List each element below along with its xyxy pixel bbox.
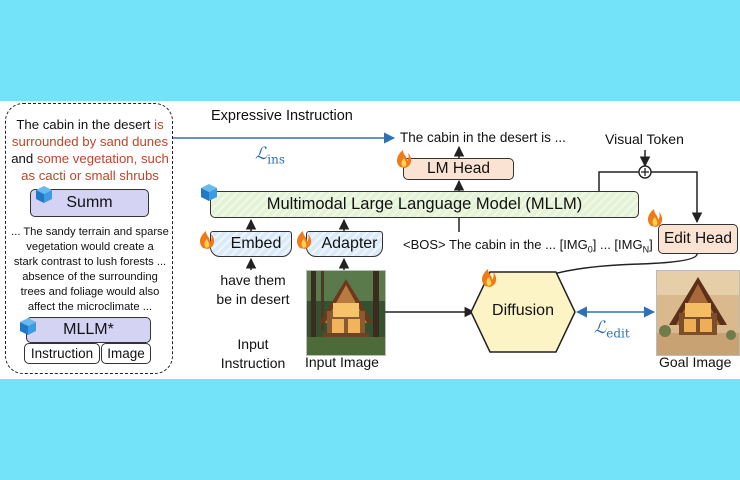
flame-icon xyxy=(396,150,412,168)
expressive-instruction-panel xyxy=(5,103,173,374)
diffusion-hexagon xyxy=(470,271,576,353)
lm-head-box: LM Head xyxy=(403,158,514,180)
mllm-star-box: MLLM* xyxy=(26,317,151,343)
cabin-photo xyxy=(306,270,386,356)
embed-box: Embed xyxy=(210,231,292,257)
instruction-box: Instruction xyxy=(24,343,100,364)
input-instruction-label: Input Instruction xyxy=(220,336,286,371)
mllm-box: Multimodal Large Language Model (MLLM) xyxy=(210,191,639,218)
visual-token-label: Visual Token xyxy=(605,131,684,147)
cube-icon xyxy=(20,318,36,335)
loss-edit-label: ℒedit xyxy=(594,318,630,341)
flame-icon xyxy=(296,231,312,249)
expressive-instruction-text: The cabin in the desert is surrounded by… xyxy=(11,117,169,183)
cube-icon xyxy=(36,186,52,203)
expressive-instruction-label: Expressive Instruction xyxy=(211,108,353,124)
cube-icon xyxy=(201,184,217,201)
input-image-label: Input Image xyxy=(305,354,379,370)
goal-image-label: Goal Image xyxy=(659,354,732,370)
instruction-text: have them be in desert xyxy=(216,272,290,307)
adapter-box: Adapter xyxy=(306,231,383,257)
plus-to-edithead-arrow xyxy=(651,171,703,224)
flame-icon xyxy=(481,269,497,287)
desert-cabin-photo xyxy=(656,270,740,356)
flame-icon xyxy=(647,209,663,227)
edit-head-box: Edit Head xyxy=(658,224,738,254)
output-text: The cabin in the desert is ... xyxy=(400,130,566,145)
loss-ins-label: ℒins xyxy=(255,144,285,167)
image-box: Image xyxy=(101,343,151,364)
mllm-to-plus-line xyxy=(598,171,639,191)
diffusion-label: Diffusion xyxy=(492,302,554,319)
flame-icon xyxy=(199,231,215,249)
token-sequence: <BOS> The cabin in the ... [IMG0] ... [I… xyxy=(403,237,653,255)
detail-text: ... The sandy terrain and sparse vegetat… xyxy=(11,226,169,313)
